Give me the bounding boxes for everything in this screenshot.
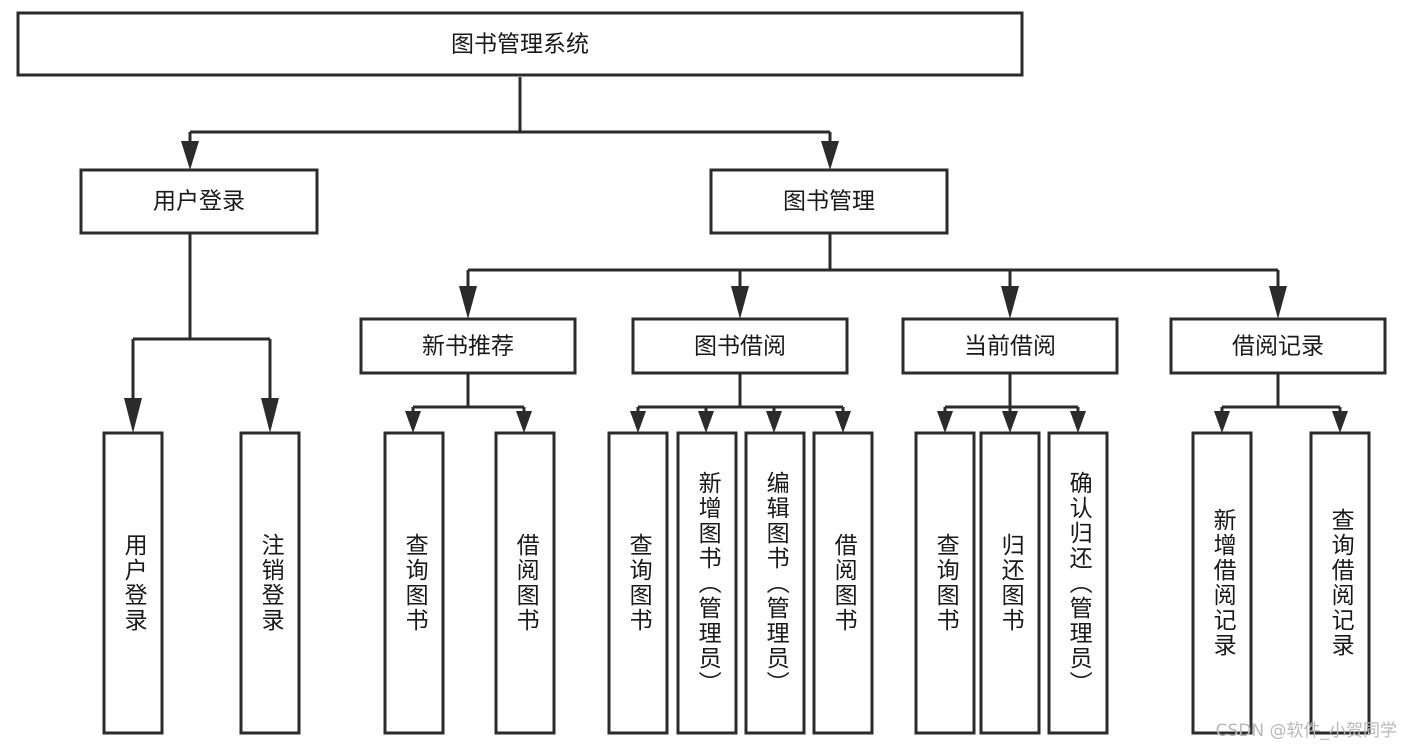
connector-group-borrow-record [1214,373,1348,433]
connector-group-user-login [124,233,279,433]
leaf-box-current-borrow-3[interactable] [1047,431,1109,735]
node-label-book-borrow: 图书借阅 [694,334,786,360]
arrowhead-bb-leaf-1 [630,411,646,433]
arrowhead-br-leaf-2 [1332,411,1348,433]
node-box-book-borrow[interactable] [631,317,849,375]
node-label-current-borrow: 当前借阅 [964,334,1056,360]
leaf-box-current-borrow-2[interactable] [979,431,1041,735]
node-box-new-book-recommend[interactable] [359,317,577,375]
node-box-root[interactable] [16,11,1024,77]
arrowhead-cb-leaf-3 [1070,411,1086,433]
node-label-user-login: 用户登录 [153,189,245,215]
leaf-box-book-borrow-2[interactable] [676,431,738,735]
node-box-borrow-record[interactable] [1169,317,1387,375]
arrowhead-bb-leaf-3 [766,411,782,433]
leaf-box-book-borrow-3[interactable] [744,431,806,735]
arrowhead-leaf-user-login [124,398,142,433]
connector-group-new-book-recommend [405,373,532,433]
leaf-box-current-borrow-1[interactable] [914,431,976,735]
connector-group-book-mgmt [459,233,1287,319]
connector-group-root [181,77,839,170]
arrowhead-bb-leaf-2 [698,411,714,433]
arrowhead-nbr-leaf-2 [516,411,532,433]
node-label-new-book-recommend: 新书推荐 [422,334,514,360]
node-label-borrow-record: 借阅记录 [1232,334,1324,360]
leaf-box-book-borrow-4[interactable] [812,431,874,735]
leaf-box-user-login-1[interactable] [102,431,164,735]
arrowhead-user-login [181,141,199,170]
node-box-current-borrow[interactable] [901,317,1119,375]
leaf-box-book-borrow-1[interactable] [607,431,669,735]
arrowhead-borrow-record [1269,286,1287,319]
leaf-box-new-book-recommend-1[interactable] [383,431,445,735]
leaf-box-borrow-record-1[interactable] [1191,431,1253,735]
arrowhead-leaf-logout [261,398,279,433]
watermark-text: CSDN @软件_小贺同学 [1215,721,1397,741]
arrowhead-new-book-recommend [459,286,477,319]
arrowhead-br-leaf-1 [1214,411,1230,433]
connector-group-book-borrow [630,373,851,433]
node-box-user-login[interactable] [79,168,319,235]
arrowhead-cb-leaf-2 [1002,411,1018,433]
arrowhead-book-borrow [731,286,749,319]
leaf-box-user-login-2[interactable] [239,431,301,735]
arrowhead-cb-leaf-1 [937,411,953,433]
node-label-root: 图书管理系统 [451,32,589,58]
leaf-box-borrow-record-2[interactable] [1309,431,1371,735]
node-label-book-management: 图书管理 [783,189,875,215]
leaf-box-new-book-recommend-2[interactable] [494,431,556,735]
connector-group-current-borrow [937,373,1086,433]
arrowhead-nbr-leaf-1 [405,411,421,433]
arrowhead-book-mgmt [821,141,839,170]
arrowhead-bb-leaf-4 [835,411,851,433]
node-box-book-management[interactable] [709,168,949,235]
arrowhead-current-borrow [1001,286,1019,319]
